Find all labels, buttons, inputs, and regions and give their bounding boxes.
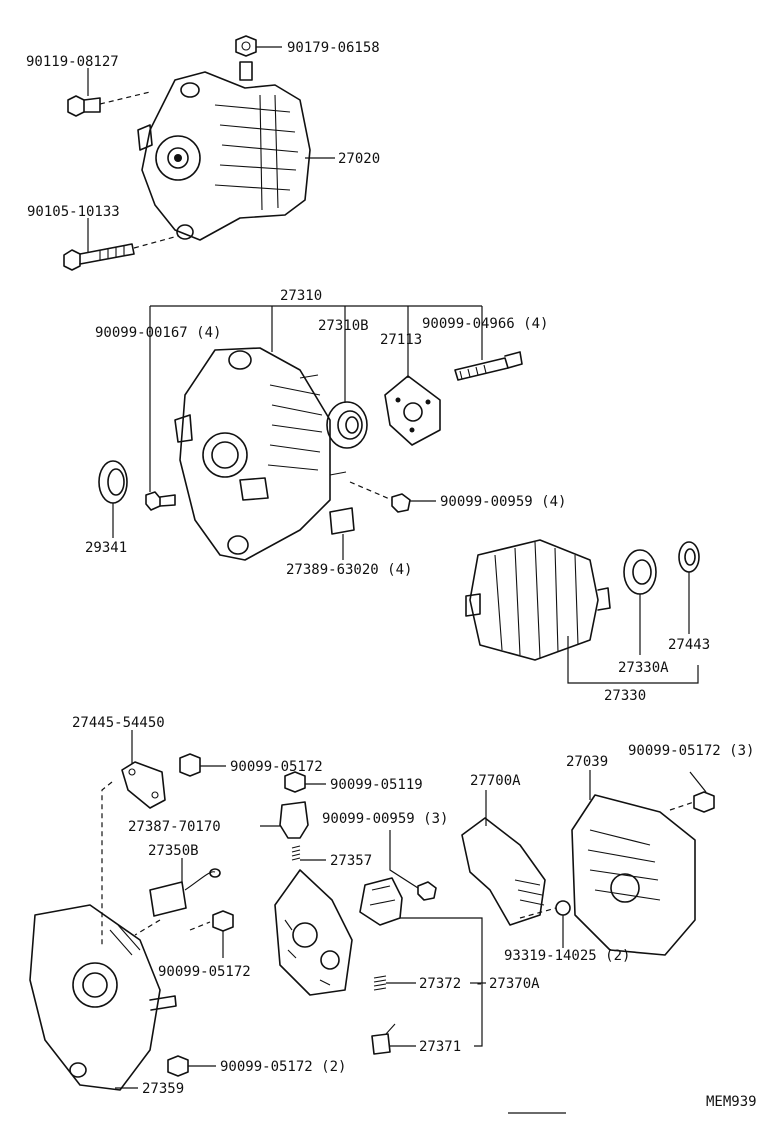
label-27020: 27020 bbox=[338, 151, 380, 167]
label-27445-54450: 27445-54450 bbox=[72, 715, 165, 731]
bearing-27310B bbox=[326, 401, 368, 449]
nut-90099-05172-mid bbox=[189, 910, 234, 932]
brush-holder-27370A bbox=[359, 877, 403, 926]
label-90099-05172-mid: 90099-05172 bbox=[158, 964, 251, 980]
alternator-assembly bbox=[137, 71, 311, 241]
label-90179-06158: 90179-06158 bbox=[287, 40, 380, 56]
screw-90099-00959-a bbox=[349, 481, 411, 513]
seal-29341 bbox=[98, 460, 128, 504]
nut-90099-05172-cover bbox=[669, 791, 715, 813]
nut-90099-05172-bottom bbox=[167, 1055, 189, 1077]
drive-end-frame bbox=[174, 347, 347, 561]
label-90099-00959-3: 90099-00959 (3) bbox=[322, 811, 448, 827]
label-90099-04966: 90099-04966 (4) bbox=[422, 316, 548, 332]
rotor-assembly bbox=[465, 539, 611, 661]
bushing-27389-63020 bbox=[329, 507, 355, 535]
bolt-90119-08127 bbox=[67, 91, 151, 117]
label-29341: 29341 bbox=[85, 540, 127, 556]
label-27310: 27310 bbox=[280, 288, 322, 304]
label-27389-63020: 27389-63020 (4) bbox=[286, 562, 412, 578]
label-27387-70170: 27387-70170 bbox=[128, 819, 221, 835]
label-27359: 27359 bbox=[142, 1081, 184, 1097]
stud-90099-04966 bbox=[454, 351, 523, 381]
nut-90179-06158 bbox=[235, 35, 257, 57]
label-90099-05172-2: 90099-05172 (2) bbox=[220, 1059, 346, 1075]
label-90099-05119: 90099-05119 bbox=[330, 777, 423, 793]
label-90099-00167: 90099-00167 (4) bbox=[95, 325, 221, 341]
leader-lines bbox=[87, 46, 707, 1114]
label-27700A: 27700A bbox=[470, 773, 521, 789]
label-90099-05172-3: 90099-05172 (3) bbox=[628, 743, 754, 759]
regulator-27700A bbox=[461, 817, 546, 926]
label-93319-14025: 93319-14025 (2) bbox=[504, 948, 630, 964]
screw-90099-00959-b bbox=[417, 881, 437, 901]
label-90119-08127: 90119-08127 bbox=[26, 54, 119, 70]
spring-27372 bbox=[373, 975, 387, 991]
nut-90099-05119 bbox=[284, 771, 306, 793]
label-27113: 27113 bbox=[380, 332, 422, 348]
label-27330A: 27330A bbox=[618, 660, 669, 676]
label-27357: 27357 bbox=[330, 853, 372, 869]
label-27310B: 27310B bbox=[318, 318, 369, 334]
label-27371: 27371 bbox=[419, 1039, 461, 1055]
nut-90099-05172-top bbox=[179, 753, 201, 777]
regulator-27350B bbox=[134, 868, 221, 936]
spring-27357 bbox=[291, 845, 301, 861]
label-dash: - bbox=[475, 976, 483, 992]
retainer-plate-27113 bbox=[384, 375, 441, 446]
label-90105-10133: 90105-10133 bbox=[27, 204, 120, 220]
label-90099-05172-top: 90099-05172 bbox=[230, 759, 323, 775]
rectifier-holder bbox=[274, 869, 353, 996]
label-27039: 27039 bbox=[566, 754, 608, 770]
label-27443: 27443 bbox=[668, 637, 710, 653]
diagram-code: MEM939 bbox=[706, 1094, 757, 1110]
bolt-90105-10133 bbox=[63, 235, 179, 271]
label-90099-00959-4: 90099-00959 (4) bbox=[440, 494, 566, 510]
cover-27443 bbox=[678, 541, 700, 573]
label-27370A: 27370A bbox=[489, 976, 540, 992]
plate-27445-54450 bbox=[121, 761, 166, 809]
screw-90099-00167 bbox=[145, 491, 176, 511]
brush-27371 bbox=[371, 1023, 396, 1055]
bearing-27330A bbox=[623, 549, 657, 595]
label-27372: 27372 bbox=[419, 976, 461, 992]
label-27350B: 27350B bbox=[148, 843, 199, 859]
end-cover-27039 bbox=[571, 794, 696, 956]
label-27330: 27330 bbox=[604, 688, 646, 704]
insulator-27387-70170 bbox=[279, 801, 309, 839]
rear-end-frame-27359 bbox=[29, 904, 177, 1091]
part-labels: 90179-06158 90119-08127 27020 90105-1013… bbox=[26, 40, 757, 1110]
terminal-stud bbox=[239, 61, 253, 81]
